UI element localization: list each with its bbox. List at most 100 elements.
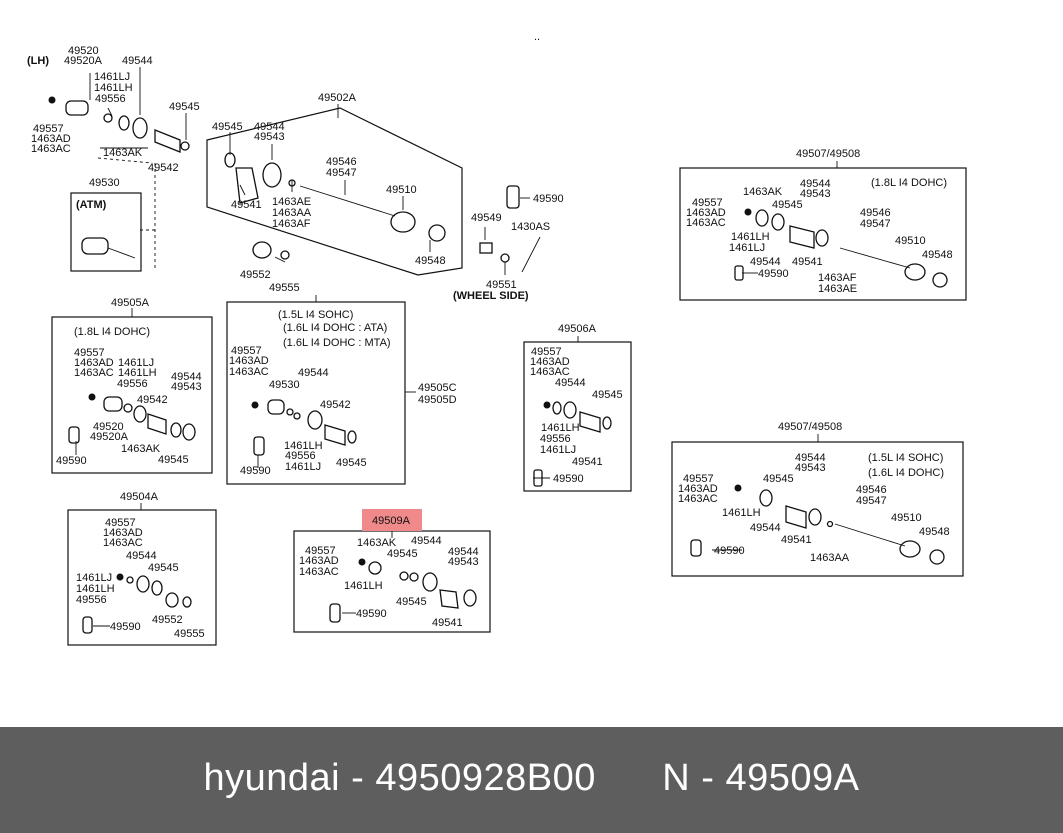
label-49541: 49541 bbox=[781, 534, 812, 546]
label-49543: 49543 bbox=[171, 381, 202, 393]
label-49548: 49548 bbox=[922, 249, 953, 261]
label-1461LH: 1461LH bbox=[541, 422, 580, 434]
label-1463AC: 1463AC bbox=[103, 537, 143, 549]
label-49544: 49544 bbox=[750, 256, 781, 268]
label-49552: 49552 bbox=[240, 269, 271, 281]
label-1463AK: 1463AK bbox=[357, 537, 397, 549]
label-1430AS: 1430AS bbox=[511, 221, 550, 233]
label-49557: 49557 bbox=[105, 517, 136, 529]
label-1463AF: 1463AF bbox=[818, 272, 857, 284]
label-1463AK: 1463AK bbox=[743, 186, 783, 198]
label-1463AA: 1463AA bbox=[810, 552, 850, 564]
label-engine-1.6L-dohc: (1.6L I4 DOHC) bbox=[868, 467, 944, 479]
label-49590: 49590 bbox=[758, 268, 789, 280]
box-49506A bbox=[523, 341, 632, 492]
label-engine-1.8L-dohc: (1.8L I4 DOHC) bbox=[871, 177, 947, 189]
label-49509A: 49509A bbox=[372, 515, 411, 527]
label-1463AC: 1463AC bbox=[678, 493, 718, 505]
label-49590: 49590 bbox=[56, 455, 87, 467]
label-49545: 49545 bbox=[212, 121, 243, 133]
highlight-49509A[interactable] bbox=[362, 509, 422, 531]
label-1463AC: 1463AC bbox=[31, 143, 71, 155]
label-49557: 49557 bbox=[74, 347, 105, 359]
box-49507-49508-mid bbox=[671, 441, 964, 577]
label-49505C: 49505C bbox=[418, 382, 457, 394]
label-49545: 49545 bbox=[592, 389, 623, 401]
label-49555: 49555 bbox=[174, 628, 205, 640]
label-1461LJ: 1461LJ bbox=[76, 572, 112, 584]
label-49545: 49545 bbox=[763, 473, 794, 485]
label-49505A: 49505A bbox=[111, 297, 150, 309]
label-49510: 49510 bbox=[386, 184, 417, 196]
footer-spacer bbox=[596, 757, 662, 799]
part-number-footer: hyundai - 4950928B00 N - 49509A bbox=[0, 727, 1063, 833]
label-engine-1.5L-sohc: (1.5L I4 SOHC) bbox=[868, 452, 943, 464]
label-49544: 49544 bbox=[171, 371, 202, 383]
label-49510: 49510 bbox=[895, 235, 926, 247]
label-49505D: 49505D bbox=[418, 394, 457, 406]
label-49549: 49549 bbox=[471, 212, 502, 224]
label-1461LJ: 1461LJ bbox=[94, 71, 130, 83]
label-49542: 49542 bbox=[137, 394, 168, 406]
label-engine-1.6L-dohc-ata: (1.6L I4 DOHC : ATA) bbox=[283, 322, 387, 334]
label-1461LJ: 1461LJ bbox=[729, 242, 765, 254]
box-49507-49508-top bbox=[679, 167, 967, 301]
leader-lines bbox=[75, 67, 838, 627]
label-1463AD: 1463AD bbox=[103, 527, 143, 539]
label-1463AD: 1463AD bbox=[686, 207, 726, 219]
label-engine-1.6L-dohc-mta: (1.6L I4 DOHC : MTA) bbox=[283, 337, 391, 349]
label-1463AE: 1463AE bbox=[272, 196, 311, 208]
parts-diagram: .. (LH) 49520 49520A 49544 1461LJ 1461LH… bbox=[27, 31, 967, 646]
box-49502A bbox=[206, 107, 463, 276]
label-49546: 49546 bbox=[856, 484, 887, 496]
label-top-dots: .. bbox=[534, 31, 540, 43]
label-49543: 49543 bbox=[448, 556, 479, 568]
label-49542: 49542 bbox=[148, 162, 179, 174]
label-49556: 49556 bbox=[95, 93, 126, 105]
label-1463AK: 1463AK bbox=[121, 443, 161, 455]
label-49544: 49544 bbox=[800, 178, 831, 190]
label-49556: 49556 bbox=[76, 594, 107, 606]
diagram-part-number: N - 49509A bbox=[662, 757, 860, 799]
label-1463AD: 1463AD bbox=[74, 357, 114, 369]
label-49590: 49590 bbox=[533, 193, 564, 205]
label-1463AK: 1463AK bbox=[103, 147, 143, 159]
label-49543: 49543 bbox=[795, 462, 826, 474]
label-atm: (ATM) bbox=[76, 199, 107, 211]
label-49557: 49557 bbox=[33, 123, 64, 135]
label-49510: 49510 bbox=[891, 512, 922, 524]
label-1463AC: 1463AC bbox=[299, 566, 339, 578]
label-1463AD: 1463AD bbox=[229, 355, 269, 367]
label-49556: 49556 bbox=[117, 378, 148, 390]
label-49541: 49541 bbox=[572, 456, 603, 468]
label-49590: 49590 bbox=[356, 608, 387, 620]
label-1463AE: 1463AE bbox=[818, 283, 857, 295]
label-1461LH: 1461LH bbox=[284, 440, 323, 452]
label-49555: 49555 bbox=[269, 282, 300, 294]
label-49545: 49545 bbox=[148, 562, 179, 574]
label-1461LH: 1461LH bbox=[94, 82, 133, 94]
label-1461LH: 1461LH bbox=[722, 507, 761, 519]
label-1461LH: 1461LH bbox=[731, 231, 770, 243]
label-49545: 49545 bbox=[169, 101, 200, 113]
label-49541: 49541 bbox=[792, 256, 823, 268]
label-49543: 49543 bbox=[800, 188, 831, 200]
label-49545: 49545 bbox=[336, 457, 367, 469]
label-1463AD: 1463AD bbox=[530, 356, 570, 368]
label-49507-49508: 49507/49508 bbox=[796, 148, 860, 160]
label-49547: 49547 bbox=[856, 495, 887, 507]
label-1463AD: 1463AD bbox=[299, 555, 339, 567]
box-49504A bbox=[67, 509, 217, 646]
label-1461LH: 1461LH bbox=[118, 367, 157, 379]
label-49557: 49557 bbox=[692, 197, 723, 209]
label-49530: 49530 bbox=[89, 177, 120, 189]
oem-part-number: hyundai - 4950928B00 bbox=[203, 757, 596, 799]
label-49590: 49590 bbox=[553, 473, 584, 485]
label-49544: 49544 bbox=[122, 55, 153, 67]
label-1463AA: 1463AA bbox=[272, 207, 312, 219]
label-49543: 49543 bbox=[254, 131, 285, 143]
label-49546: 49546 bbox=[326, 156, 357, 168]
label-49557: 49557 bbox=[683, 473, 714, 485]
label-49545: 49545 bbox=[396, 596, 427, 608]
label-49545: 49545 bbox=[158, 454, 189, 466]
